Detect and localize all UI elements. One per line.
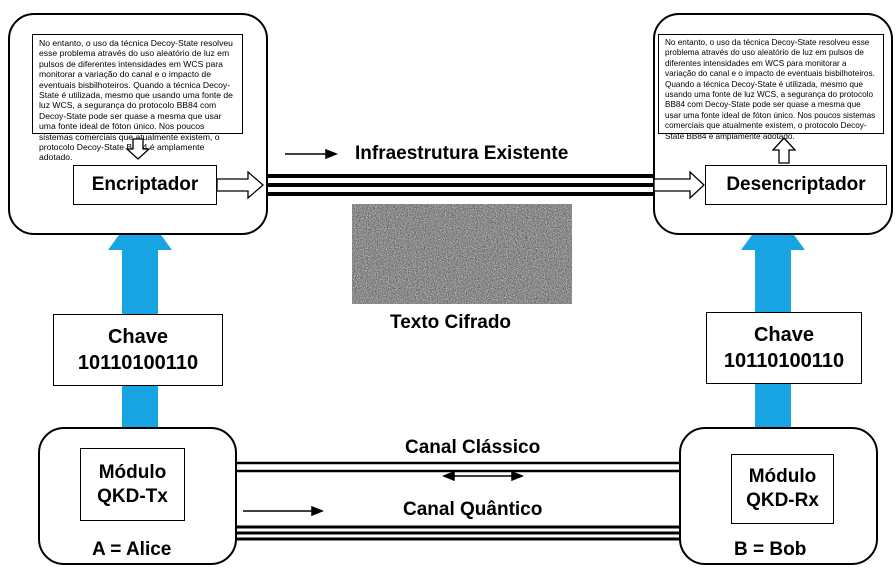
classic-channel-line — [236, 461, 680, 473]
alice-label: A = Alice — [92, 539, 172, 560]
ciphertext-label: Texto Cifrado — [390, 312, 512, 333]
key-box-left: Chave 10110100110 — [53, 314, 223, 386]
encryptor-label: Encriptador — [91, 174, 199, 195]
infrastructure-line — [265, 174, 655, 196]
plaintext-box-left: No entanto, o uso da técnica Decoy-State… — [32, 34, 243, 162]
key-right-title: Chave — [753, 324, 815, 346]
encryptor-box: Encriptador — [73, 165, 217, 205]
key-right-value: 10110100110 — [723, 350, 845, 372]
plaintext-right: No entanto, o uso da técnica Decoy-State… — [665, 38, 876, 141]
qkd-tx-line2: QKD-Tx — [97, 485, 168, 507]
decryptor-box: Desencriptador — [705, 165, 887, 205]
infra-direction-arrow — [285, 148, 339, 160]
key-left-value: 10110100110 — [77, 352, 199, 374]
qkd-rx-module: Módulo QKD-Rx — [731, 454, 834, 524]
infrastructure-label: Infraestrutura Existente — [355, 143, 569, 164]
qkd-rx-line2: QKD-Rx — [746, 490, 819, 511]
quantum-channel-label: Canal Quântico — [403, 499, 543, 520]
quantum-channel-line — [236, 525, 680, 541]
plaintext-box-right: No entanto, o uso da técnica Decoy-State… — [658, 34, 884, 141]
quantum-direction-arrow — [243, 505, 325, 517]
ciphertext-noise-image — [352, 204, 572, 304]
classic-bidirectional-arrow — [441, 470, 525, 482]
plaintext-left: No entanto, o uso da técnica Decoy-State… — [39, 38, 233, 163]
decryptor-label: Desencriptador — [726, 174, 866, 195]
bob-label: B = Bob — [734, 539, 807, 560]
qkd-rx-line1: Módulo — [748, 466, 817, 487]
qkd-tx-module: Módulo QKD-Tx — [80, 448, 185, 521]
classic-channel-label: Canal Clássico — [405, 437, 541, 458]
key-left-title: Chave — [107, 326, 169, 348]
key-box-right: Chave 10110100110 — [706, 312, 862, 384]
qkd-tx-line1: Módulo — [98, 461, 167, 483]
